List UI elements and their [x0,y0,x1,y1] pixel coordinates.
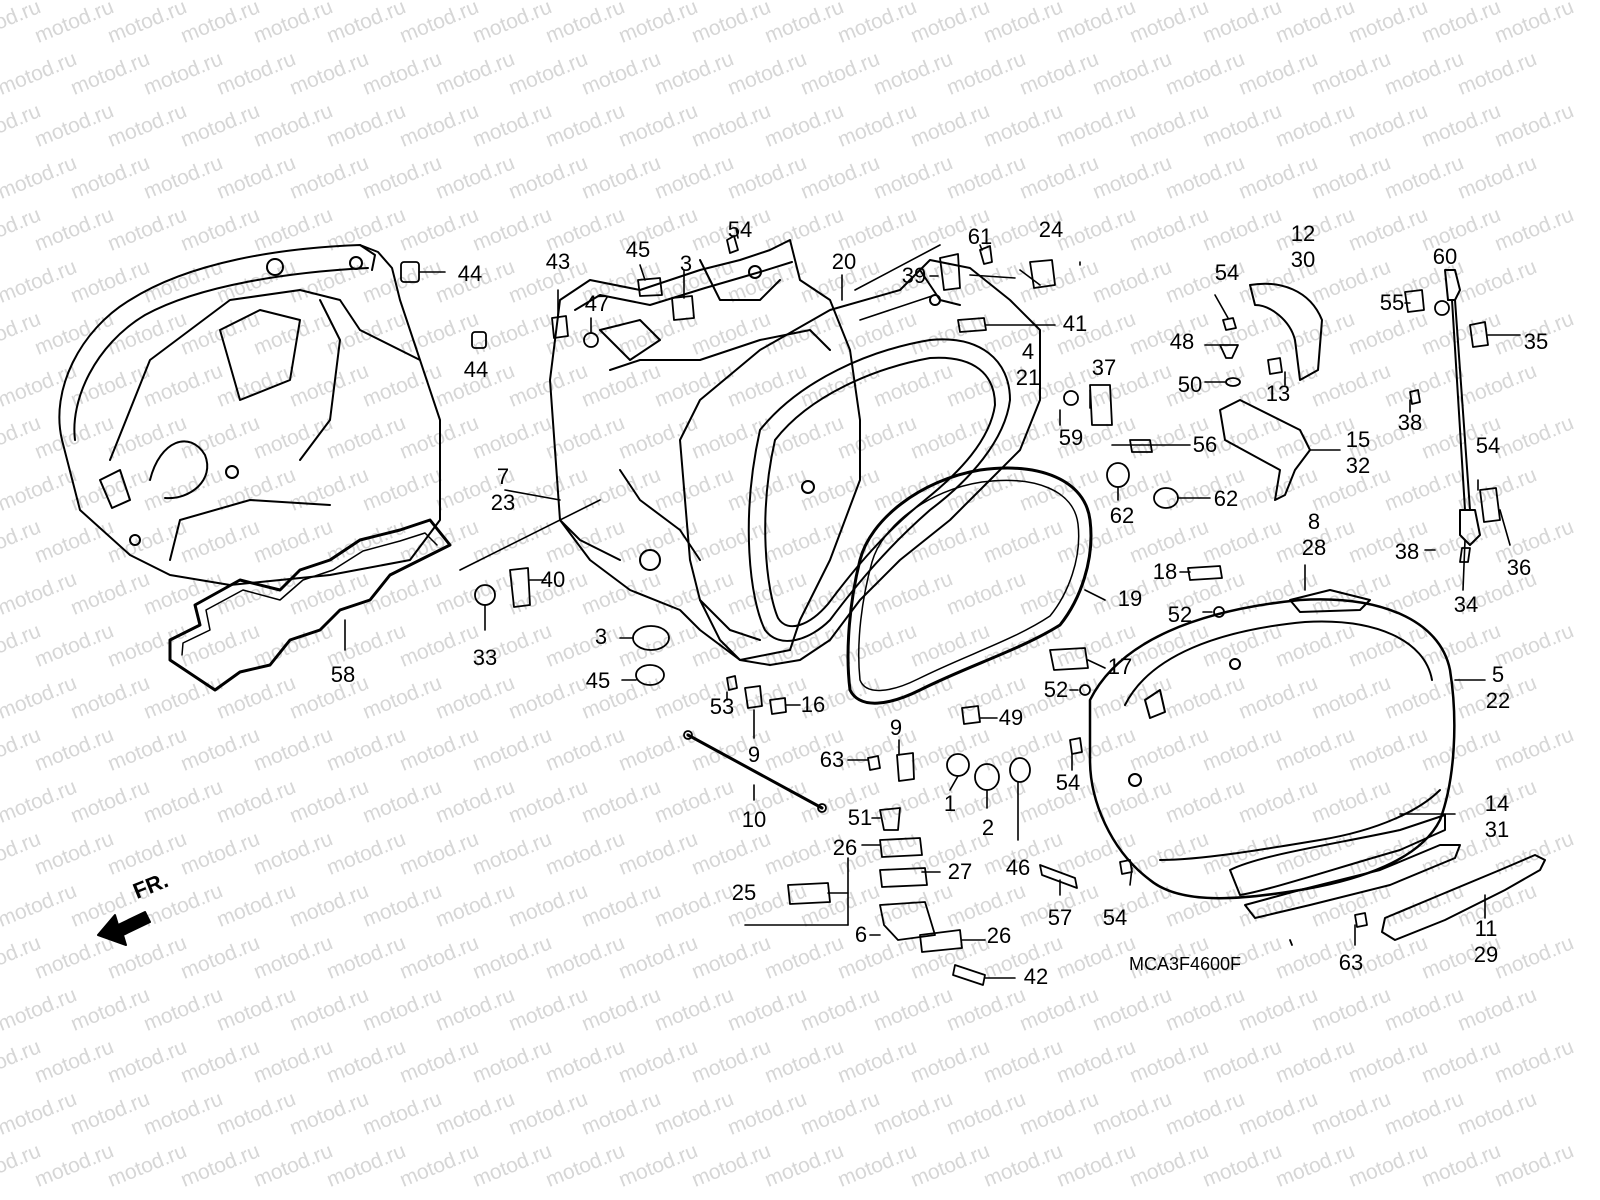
callout-19: 19 [1117,586,1143,611]
callout-41: 41 [1062,311,1088,336]
callout-47: 47 [584,291,610,316]
callout-55: 55 [1379,290,1405,315]
callout-45: 45 [585,668,611,693]
callout-33: 33 [472,645,498,670]
inner-frame [679,259,1041,666]
callout-10: 10 [741,807,767,832]
callout-6: 6 [854,922,868,947]
callout-4-21: 4 21 [1015,339,1041,390]
callout-8-28: 8 28 [1301,509,1327,560]
callout-53: 53 [709,694,735,719]
callout-34: 34 [1453,592,1479,617]
callout-11-29: 11 29 [1473,916,1499,967]
middle-case-body [549,239,861,661]
callout-48: 48 [1169,329,1195,354]
small-fasteners [400,235,1501,986]
callout-46: 46 [1005,855,1031,880]
callout-26: 26 [832,835,858,860]
callout-62: 62 [1109,503,1135,528]
callout-52: 52 [1043,677,1069,702]
damper-34 [1444,269,1481,546]
callout-38: 38 [1397,410,1423,435]
callout-3: 3 [679,251,693,276]
callout-59: 59 [1058,425,1084,450]
callout-17: 17 [1107,654,1133,679]
callout-49: 49 [998,705,1024,730]
callout-7-23: 7 23 [490,464,516,515]
left-case-inner [58,244,441,586]
callout-56: 56 [1192,432,1218,457]
callout-16: 16 [800,692,826,717]
callout-3: 3 [594,624,608,649]
callout-60: 60 [1432,244,1458,269]
callout-13: 13 [1265,381,1291,406]
callout-27: 27 [947,859,973,884]
gasket-19 [846,466,1093,705]
callout-54: 54 [1475,433,1501,458]
callout-52: 52 [1167,602,1193,627]
callout-63: 63 [1338,950,1364,975]
callout-40: 40 [540,567,566,592]
callout-57: 57 [1047,905,1073,930]
bracket-15 [1219,399,1311,501]
callout-24: 24 [1038,217,1064,242]
callout-15-32: 15 32 [1345,427,1371,478]
callout-54: 54 [1214,260,1240,285]
callout-62: 62 [1213,486,1239,511]
trim-strip-14 [1244,844,1461,919]
lid-trim-8 [1289,589,1371,613]
diagram-code: MCA3F4600F [1129,954,1242,974]
callout-9: 9 [889,715,903,740]
callout-50: 50 [1177,372,1203,397]
callout-1: 1 [943,791,957,816]
callout-38: 38 [1394,539,1420,564]
leader-lines [344,227,1521,979]
callout-42: 42 [1023,964,1049,989]
callout-51: 51 [847,805,873,830]
callout-44: 44 [463,357,489,382]
callout-44: 44 [457,261,483,286]
callout-5-22: 5 22 [1485,662,1511,713]
handle-12 [1249,282,1323,381]
callout-58: 58 [330,662,356,687]
callout-14-31: 14 31 [1484,791,1510,842]
callout-20: 20 [831,249,857,274]
callout-37: 37 [1091,355,1117,380]
callout-54: 54 [1102,905,1128,930]
trim-strip-11 [1381,854,1546,941]
callout-54: 54 [1055,770,1081,795]
callout-39: 39 [901,263,927,288]
callout-63: 63 [819,747,845,772]
callout-18: 18 [1152,559,1178,584]
callout-61: 61 [967,224,993,249]
callout-43: 43 [545,249,571,274]
callout-36: 36 [1506,555,1532,580]
callout-25: 25 [731,880,757,905]
callout-9: 9 [747,742,761,767]
callout-35: 35 [1523,329,1549,354]
callout-26: 26 [986,923,1012,948]
callout-12-30: 12 30 [1290,221,1316,272]
callout-45: 45 [625,237,651,262]
lid-outer-shell [1088,598,1456,900]
front-direction-arrow [97,911,151,946]
callout-54: 54 [727,217,753,242]
gasket-58 [168,518,452,692]
callout-2: 2 [981,815,995,840]
